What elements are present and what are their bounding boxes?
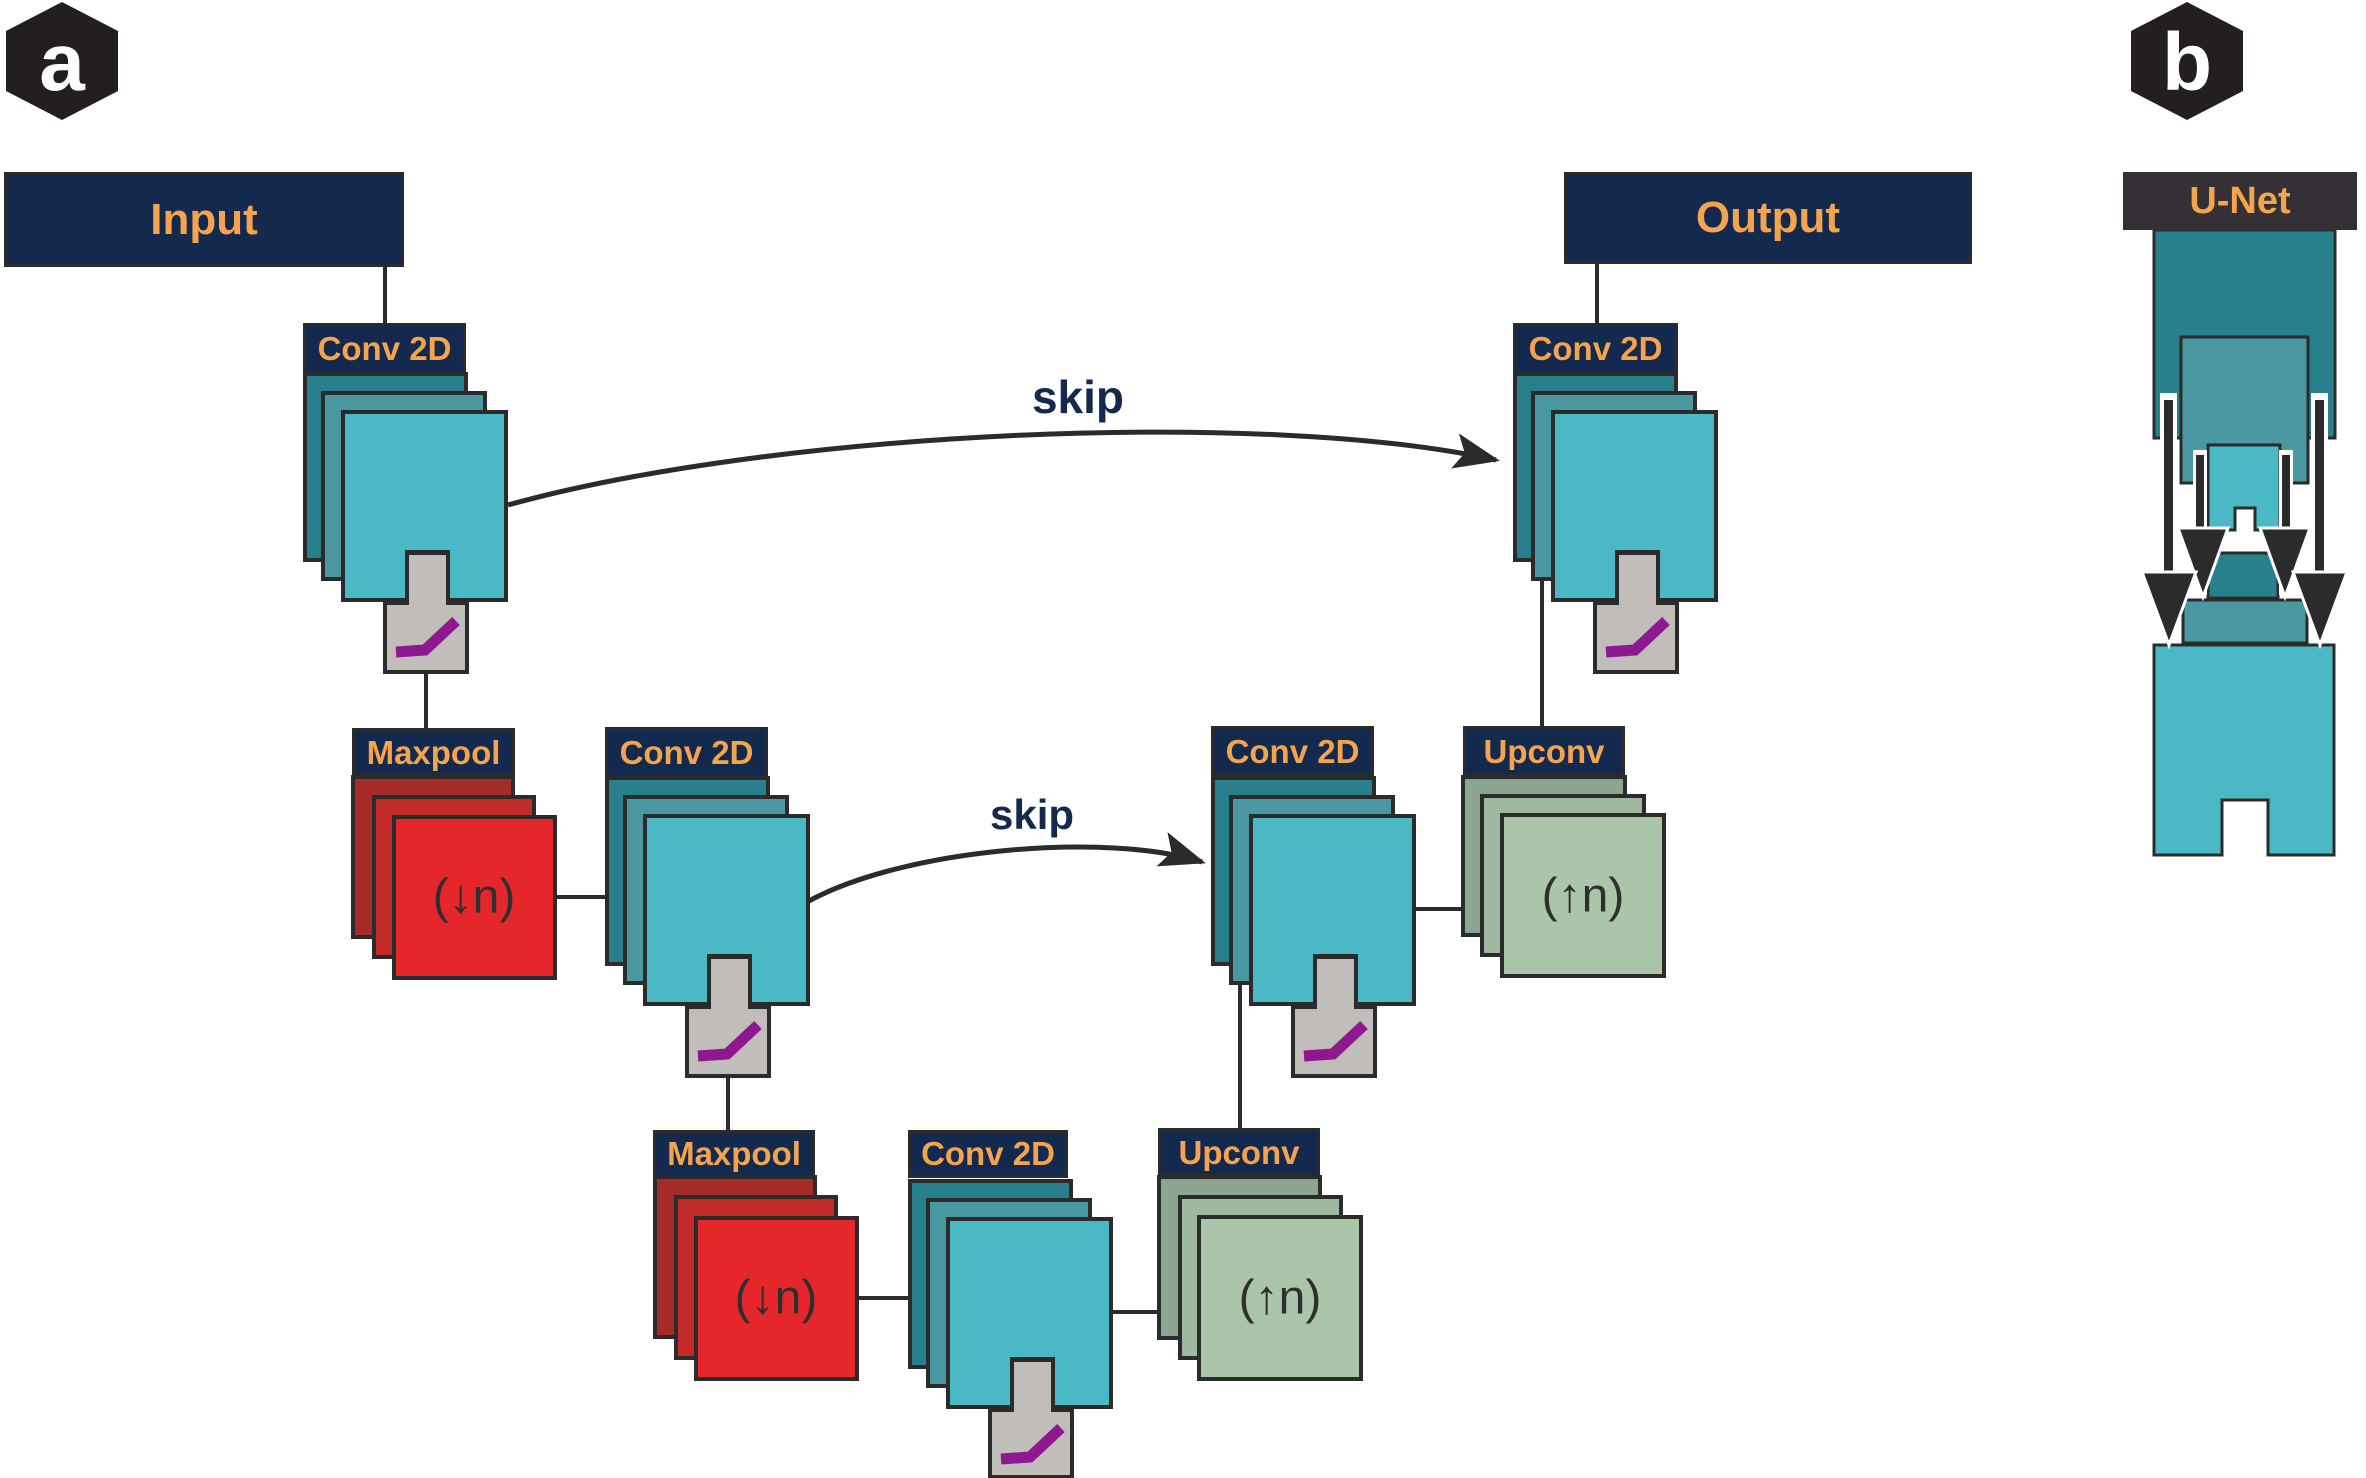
relu-activation-tab bbox=[685, 955, 771, 1078]
pooled-map-front bbox=[392, 815, 557, 980]
skip-arrowhead-inner-left bbox=[2175, 526, 2231, 602]
badge-b-hexagon bbox=[2131, 2, 2243, 120]
maxpool-header-bottom: Maxpool bbox=[653, 1130, 815, 1178]
conv-block-bottom bbox=[908, 1179, 1113, 1478]
conv-header-top-right: Conv 2D bbox=[1513, 323, 1678, 374]
output-box: Output bbox=[1564, 172, 1972, 264]
input-box: Input bbox=[4, 172, 404, 267]
badge-a-hexagon bbox=[6, 2, 118, 120]
conv-block-mid-left bbox=[605, 776, 810, 1078]
relu-activation-tab bbox=[383, 551, 469, 674]
unet-icon-skip-arrows bbox=[2139, 400, 2350, 650]
skip-stem-inner-right bbox=[2282, 455, 2290, 533]
upsampled-map-front bbox=[1500, 813, 1666, 978]
upsampled-map-front bbox=[1197, 1215, 1363, 1381]
unet-icon-decoder-large bbox=[2152, 643, 2336, 857]
upsample-label-mid: (↑n) bbox=[1541, 869, 1625, 923]
skip-arrowhead-outer-left bbox=[2139, 570, 2199, 650]
conv-block-mid-right bbox=[1211, 776, 1416, 1078]
maxpool-block-bottom bbox=[653, 1175, 859, 1381]
skip-stem-inner-left bbox=[2196, 455, 2204, 533]
upconv-block-mid bbox=[1461, 775, 1666, 978]
upsample-label-bottom: (↑n) bbox=[1238, 1271, 1322, 1325]
relu-curve-icon bbox=[1000, 1423, 1065, 1465]
maxpool-block-mid bbox=[351, 775, 557, 980]
conv-block-top-right bbox=[1513, 372, 1718, 674]
relu-curve-icon bbox=[697, 1020, 762, 1062]
connector-lines bbox=[383, 264, 1599, 1314]
badge-b-label: b bbox=[2161, 17, 2213, 108]
downsample-label-mid: (↓n) bbox=[432, 870, 516, 924]
unet-icon-decoder-small bbox=[2206, 551, 2280, 600]
conv-header-top-left: Conv 2D bbox=[303, 323, 466, 374]
pooled-map-front bbox=[694, 1216, 859, 1381]
conv-block-top-left bbox=[303, 372, 508, 674]
upconv-block-bottom bbox=[1157, 1175, 1363, 1381]
unet-icon bbox=[2139, 228, 2350, 857]
skip-stem-outer-right bbox=[2315, 400, 2324, 576]
skip-label-top: skip bbox=[1031, 371, 1125, 423]
conv-header-mid-right: Conv 2D bbox=[1211, 726, 1374, 777]
unet-title-bar: U-Net bbox=[2123, 172, 2357, 230]
skip-arrowhead-outer-right bbox=[2290, 570, 2350, 650]
relu-activation-tab bbox=[1593, 551, 1679, 674]
relu-curve-icon bbox=[1605, 616, 1670, 658]
skip-stem-outer-left bbox=[2164, 400, 2173, 576]
unet-icon-decoder-mid bbox=[2181, 598, 2309, 645]
skip-arrowhead-inner-right bbox=[2257, 526, 2313, 602]
conv-header-bottom: Conv 2D bbox=[908, 1130, 1068, 1178]
relu-activation-tab bbox=[988, 1358, 1074, 1478]
maxpool-header-mid: Maxpool bbox=[352, 728, 515, 777]
relu-curve-icon bbox=[395, 616, 460, 658]
upconv-header-bottom: Upconv bbox=[1158, 1128, 1320, 1177]
skip-label-mid: skip bbox=[989, 791, 1075, 838]
upconv-header-mid: Upconv bbox=[1463, 726, 1625, 777]
relu-activation-tab bbox=[1291, 955, 1377, 1078]
unet-icon-bottleneck bbox=[2206, 443, 2282, 532]
skip-arrow-top bbox=[507, 429, 1500, 508]
conv-header-mid-left: Conv 2D bbox=[605, 727, 768, 778]
relu-curve-icon bbox=[1303, 1020, 1368, 1062]
badge-a-label: a bbox=[39, 17, 85, 108]
downsample-label-bottom: (↓n) bbox=[734, 1271, 818, 1325]
skip-arrow-mid bbox=[805, 832, 1206, 905]
